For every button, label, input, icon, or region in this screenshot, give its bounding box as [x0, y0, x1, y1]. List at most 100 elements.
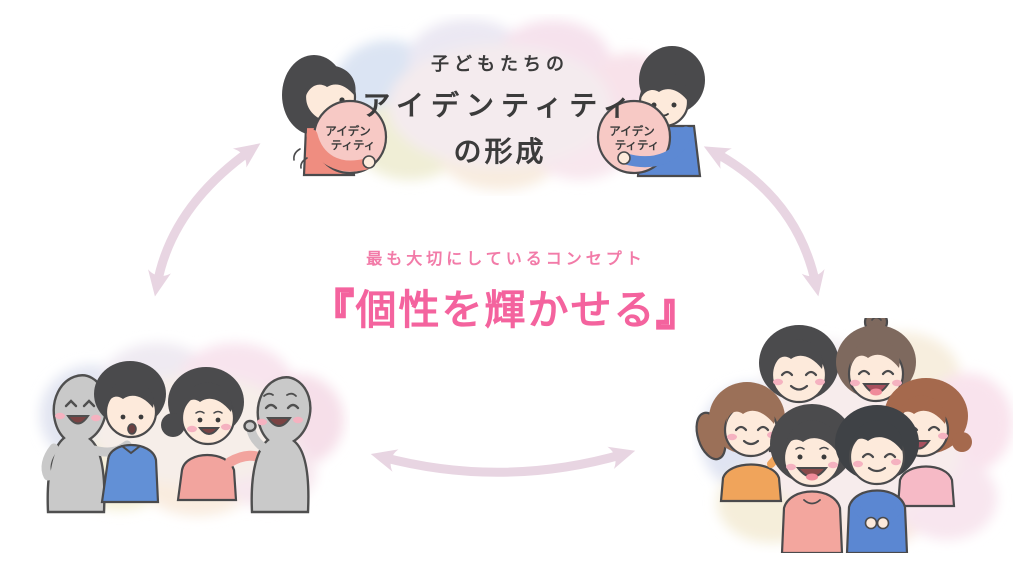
body	[176, 453, 238, 502]
bracket-open: 『	[311, 285, 356, 335]
bangs	[726, 395, 775, 426]
smile	[789, 384, 809, 391]
eye-right	[821, 454, 827, 460]
happy-eye-left	[64, 399, 78, 408]
eye-left	[197, 417, 203, 423]
blush	[293, 416, 303, 424]
brows	[195, 410, 223, 414]
happy-eye-right	[881, 369, 895, 376]
staff-and-children-scene	[40, 343, 344, 516]
open-smile	[66, 415, 90, 425]
happy-eye-right	[756, 425, 770, 432]
bangs	[304, 65, 356, 99]
main-concept: 最も大切にしているコンセプト 『個性を輝かせる』	[253, 245, 759, 336]
arrow-top-right	[703, 146, 825, 297]
concept-subtitle: 最も大切にしているコンセプト	[366, 249, 646, 268]
blush	[55, 412, 65, 420]
bangs	[897, 395, 946, 426]
blush	[727, 433, 737, 441]
bangs	[182, 382, 232, 414]
hand	[243, 419, 257, 433]
cloud-text-line3: の形成	[453, 135, 547, 168]
hand	[876, 516, 890, 530]
arm	[306, 129, 372, 172]
bangs	[105, 379, 154, 410]
brows	[795, 446, 829, 450]
blush	[891, 458, 901, 466]
happy-eye-right	[927, 425, 941, 432]
open-smile	[197, 427, 221, 435]
happy-eye-left	[734, 425, 748, 432]
blush	[91, 414, 101, 422]
blush	[815, 378, 825, 386]
happy-eye-right	[82, 399, 96, 408]
arrow-bottom	[370, 446, 636, 477]
body	[100, 443, 160, 504]
happy-eye-left	[264, 403, 278, 410]
blush	[221, 423, 231, 431]
happy-eye-right	[883, 452, 897, 459]
boy-blue	[94, 361, 166, 504]
bangs	[639, 71, 688, 102]
collar	[121, 445, 141, 455]
collar	[803, 499, 821, 505]
body	[719, 463, 783, 503]
happy-eye-left	[861, 452, 875, 459]
blush	[850, 379, 860, 387]
gray-figure-right	[243, 376, 312, 514]
arm	[620, 126, 692, 168]
identity-circle	[596, 99, 672, 175]
eye-right	[671, 102, 677, 108]
bracket-close: 』	[655, 285, 700, 335]
eye-right	[215, 417, 221, 423]
body	[250, 376, 312, 514]
eye-left	[797, 454, 803, 460]
identity-cloud-text: 子どもたちの アイデンティティ の形成	[317, 50, 683, 170]
children-group-scene	[695, 318, 1013, 553]
bun-swirl	[871, 318, 882, 321]
hair-curl	[952, 432, 972, 452]
tongue	[870, 388, 882, 396]
hand	[362, 155, 376, 169]
blush	[938, 432, 948, 440]
smile	[867, 466, 887, 473]
motion-lines	[293, 148, 308, 169]
body	[46, 374, 108, 514]
girl-salmon-front	[770, 404, 854, 553]
girl-salmon	[161, 367, 273, 502]
open-smile	[266, 417, 292, 427]
blush	[786, 463, 796, 471]
blush	[773, 378, 783, 386]
smile	[742, 439, 760, 446]
tongue	[806, 473, 818, 481]
hand	[617, 151, 631, 165]
happy-eye-left	[780, 370, 794, 377]
bangs	[773, 339, 823, 371]
blush	[892, 379, 902, 387]
hair-bun	[161, 413, 185, 437]
bangs	[850, 338, 900, 370]
concept-title: 『個性を輝かせる』	[253, 276, 759, 336]
body	[896, 465, 956, 508]
happy-eye-right	[286, 403, 300, 410]
blush	[187, 425, 197, 433]
identity-badge-label: アイデン ティティ	[325, 124, 375, 152]
hand	[864, 516, 878, 530]
eye-left	[120, 414, 126, 420]
eye-right	[138, 414, 144, 420]
mother-hugging-identity: アイデン ティティ	[282, 55, 388, 177]
blush	[828, 461, 838, 469]
happy-eye-left	[857, 369, 871, 376]
happy-eye-right	[804, 370, 818, 377]
arm-left	[41, 443, 59, 481]
body	[780, 490, 844, 553]
bangs	[851, 420, 903, 453]
identity-badge-label: アイデン ティティ	[609, 124, 659, 152]
cloud-text-line1: 子どもたちの	[431, 54, 569, 75]
boy-blue-front	[835, 405, 919, 553]
cloud-text-line2: アイデンティティ	[362, 89, 638, 122]
surprised-mouth	[127, 423, 137, 435]
bangs	[785, 420, 838, 454]
